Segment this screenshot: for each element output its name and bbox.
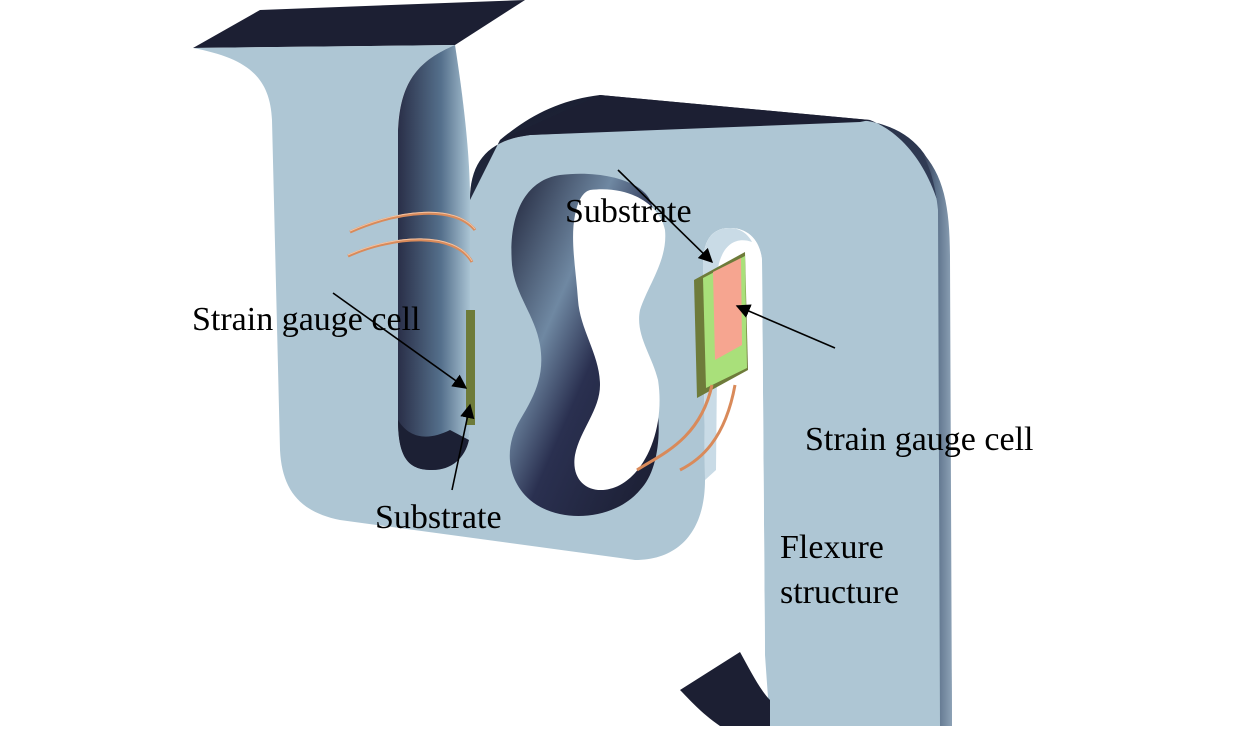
label-flexure-line2: structure (780, 574, 899, 611)
arrow-substrate-left (451, 403, 475, 491)
label-substrate-top: Substrate (565, 193, 692, 230)
gauge-cell (713, 258, 742, 360)
left-substrate (466, 310, 475, 425)
right-slot-inner (703, 228, 765, 655)
label-strain-gauge-cell-left: Strain gauge cell (192, 301, 421, 338)
label-substrate-bottom: Substrate (375, 499, 502, 536)
bottom-foot-face (680, 652, 770, 726)
label-flexure-line1: Flexure (780, 529, 884, 566)
lead-wires (347, 211, 737, 472)
center-window-opening (573, 189, 666, 491)
annotation-arrows (332, 169, 836, 491)
arrow-strain-gauge-left (332, 292, 468, 389)
label-strain-gauge-cell-right: Strain gauge cell (805, 421, 1034, 458)
arrow-substrate-top (617, 169, 714, 264)
top-face-left (193, 0, 525, 48)
arrow-strain-gauge-right (735, 304, 836, 349)
left-slot-inner (398, 45, 470, 470)
